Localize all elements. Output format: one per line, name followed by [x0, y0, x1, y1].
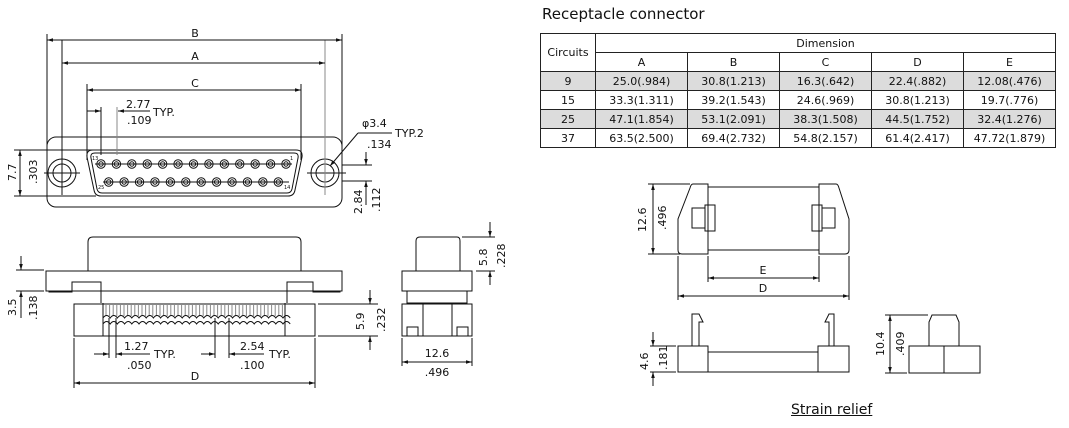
shell-profile	[87, 236, 302, 271]
pitch1-mm: 1.27	[124, 340, 149, 353]
contact-row	[102, 304, 291, 325]
cell-c: 38.3(1.508)	[779, 109, 872, 129]
cell-d: 22.4(.882)	[871, 71, 964, 91]
cell-a: 63.5(2.500)	[595, 128, 688, 148]
dim-label-b: B	[191, 27, 199, 40]
shell-mm: 5.8	[477, 249, 490, 267]
sr-base-in: .181	[657, 346, 670, 371]
flange-outline	[46, 136, 343, 208]
pin-array	[95, 159, 292, 187]
height-mm: 7.7	[6, 164, 19, 182]
body-profile	[73, 303, 316, 337]
header-circuits: Circuits	[540, 33, 596, 72]
cell-circuits: 37	[540, 128, 596, 148]
pin-label-13: 13	[92, 156, 98, 162]
cell-a: 47.1(1.854)	[595, 109, 688, 129]
table-row: 15 33.3(1.311) 39.2(1.543) 24.6(.969) 30…	[540, 90, 1056, 110]
sr-dim-e: E	[760, 264, 767, 277]
table-title: Receptacle connector	[542, 5, 705, 23]
d-shell-outer	[86, 149, 303, 197]
body-in: .232	[375, 308, 388, 333]
pitch-typ: TYP.	[152, 106, 175, 119]
pitch-mm: 2.77	[126, 98, 151, 111]
cell-circuits: 9	[540, 71, 596, 91]
dim-label-d: D	[191, 370, 199, 383]
strain-relief-top-view: 12.6 .496 E D	[636, 183, 850, 300]
dim-label-c: C	[191, 77, 199, 90]
pitch1-typ: TYP.	[153, 348, 176, 361]
pin-label-25: 25	[98, 185, 104, 191]
sr-height-in: .496	[656, 206, 669, 231]
cell-d: 30.8(1.213)	[871, 90, 964, 110]
mounting-hole-left	[44, 40, 80, 195]
table-row: 37 63.5(2.500) 69.4(2.732) 54.8(2.157) 6…	[540, 128, 1056, 148]
height-in: .303	[27, 160, 40, 185]
contact-wave	[102, 321, 291, 325]
cell-c: 54.8(2.157)	[779, 128, 872, 148]
table-row: 9 25.0(.984) 30.8(1.213) 16.3(.642) 22.4…	[540, 71, 1056, 91]
pitch2-in: .100	[240, 359, 265, 372]
shell-in: .228	[495, 244, 508, 269]
cell-e: 32.4(1.276)	[963, 109, 1056, 129]
hole-typ: TYP.2	[394, 127, 424, 140]
dim-label-a: A	[191, 50, 199, 63]
width-mm: 12.6	[425, 347, 450, 360]
cell-b: 39.2(1.543)	[687, 90, 780, 110]
table-row: 25 47.1(1.854) 53.1(2.091) 38.3(1.508) 4…	[540, 109, 1056, 129]
hole-diameter: φ3.4	[362, 117, 387, 130]
sr-dim-d: D	[759, 282, 767, 295]
hole-diameter-in: .134	[367, 138, 392, 151]
strain-relief-caption: Strain relief	[791, 402, 873, 418]
sr-height-mm: 12.6	[636, 208, 649, 233]
dimension-table: Circuits Dimension A B C D E 9 25.0(.984…	[540, 33, 1056, 148]
body-mm: 5.9	[354, 313, 367, 331]
contact-wave	[102, 315, 291, 319]
pitch-in: .109	[127, 114, 152, 127]
sr-total-in: .409	[894, 332, 907, 357]
offset-mm: 2.84	[352, 190, 365, 215]
cell-c: 24.6(.969)	[779, 90, 872, 110]
cell-c: 16.3(.642)	[779, 71, 872, 91]
sr-base-mm: 4.6	[638, 353, 651, 371]
sr-total-mm: 10.4	[874, 332, 887, 357]
pitch2-mm: 2.54	[240, 340, 265, 353]
offset-in: .112	[370, 188, 383, 213]
cell-d: 61.4(2.417)	[871, 128, 964, 148]
flange-mm: 3.5	[6, 299, 19, 317]
width-in: .496	[425, 366, 450, 379]
pin-label-14: 14	[284, 185, 290, 191]
strain-relief-side-view: 4.6 .181 10.4 .409	[638, 313, 981, 386]
flange-in: .138	[27, 296, 40, 321]
pitch1-in: .050	[127, 359, 152, 372]
side-view: 3.5 .138 5.9 .232 1.27 .050 TYP. 2.54 .1…	[6, 236, 388, 388]
cell-e: 47.72(1.879)	[963, 128, 1056, 148]
cell-e: 12.08(.476)	[963, 71, 1056, 91]
cell-d: 44.5(1.752)	[871, 109, 964, 129]
mounting-hole-right	[307, 40, 346, 195]
pin-label-1: 1	[290, 156, 293, 162]
cell-b: 69.4(2.732)	[687, 128, 780, 148]
pitch2-typ: TYP.	[268, 348, 291, 361]
cell-b: 30.8(1.213)	[687, 71, 780, 91]
front-view: 13 1 25 14 B A C 2.77 .109 TYP. φ3.4 TYP…	[6, 27, 424, 214]
end-view: 5.8 .228 12.6 .496	[401, 222, 508, 379]
flange-profile	[45, 270, 343, 292]
d-shell-inner	[90, 152, 299, 194]
